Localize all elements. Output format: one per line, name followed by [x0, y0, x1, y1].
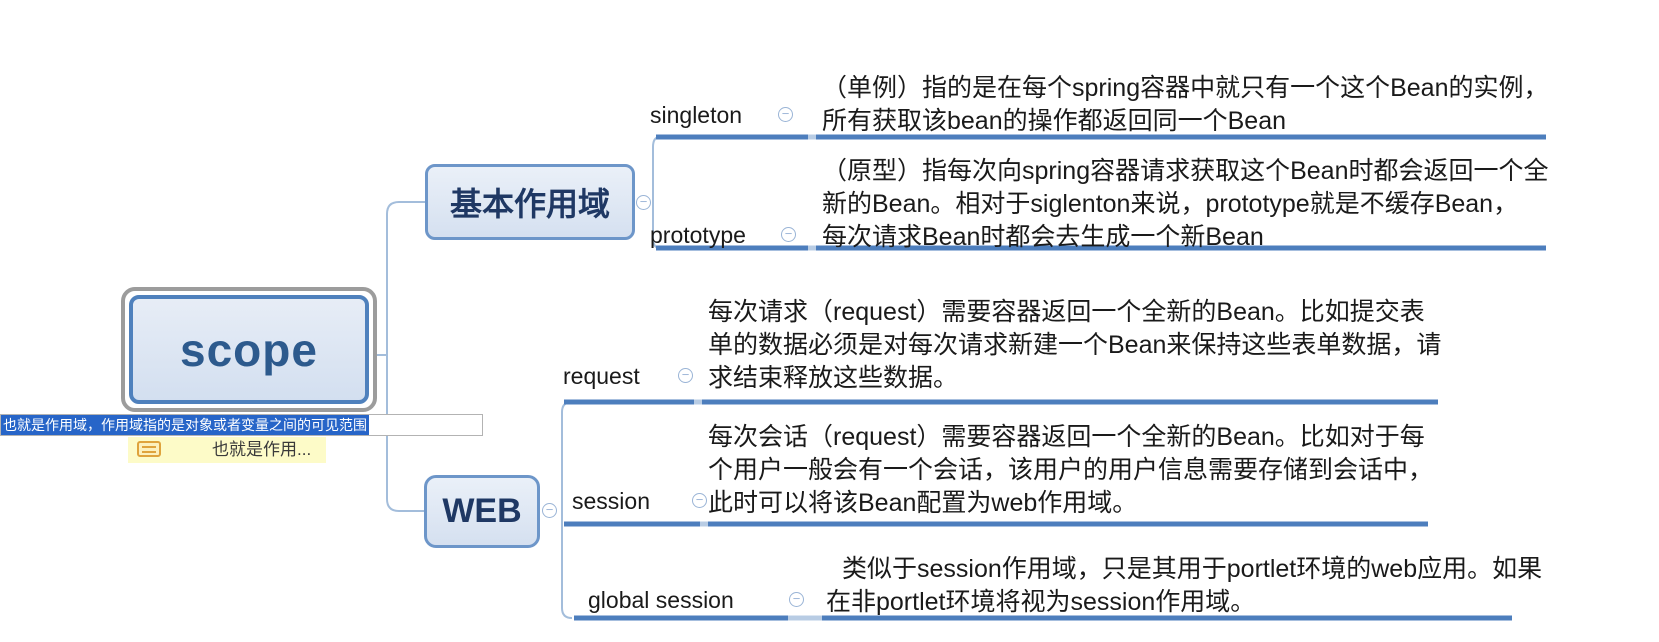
note-preview[interactable]: 也就是作用...	[128, 437, 326, 463]
branch-line-web	[386, 355, 424, 512]
topic-text-line: 新的Bean。相对于siglenton来说，prototype就是不缓存Bean…	[822, 190, 1519, 218]
topic-text-line: 每次请求Bean时都会去生成一个新Bean	[822, 223, 1264, 251]
topic-text-line: 每次会话（request）需要容器返回一个全新的Bean。比如对于每	[708, 423, 1425, 451]
branch-node-web[interactable]: WEB	[424, 475, 540, 548]
minus-glyph: −	[681, 367, 690, 382]
collapse-icon-basic-scope[interactable]: −	[636, 195, 651, 210]
note-icon	[137, 441, 161, 457]
root-node-selection-frame: scope	[121, 287, 377, 412]
topic-text-line: 所有获取该bean的操作都返回同一个Bean	[822, 107, 1287, 135]
collapse-icon-request[interactable]: −	[678, 368, 693, 383]
minus-glyph: −	[545, 502, 554, 517]
topic-text-line: 单的数据必须是对每次请求新建一个Bean来保持这些表单数据，请	[708, 331, 1442, 359]
topic-text-line: 每次请求（request）需要容器返回一个全新的Bean。比如提交表	[708, 298, 1425, 326]
selected-edit-text: 也就是作用域，作用域指的是对象或者变量之间的可见范围	[1, 415, 369, 435]
topic-text-singleton[interactable]: （单例）指的是在每个spring容器中就只有一个这个Bean的实例， 所有获取该…	[822, 72, 1548, 138]
collapse-icon-web[interactable]: −	[542, 503, 557, 518]
topic-label-request[interactable]: request	[563, 363, 640, 389]
topic-text-global-session[interactable]: 类似于session作用域，只是其用于portlet环境的web应用。如果 在非…	[826, 553, 1542, 619]
collapse-icon-singleton[interactable]: −	[778, 107, 793, 122]
topic-label-prototype[interactable]: prototype	[650, 222, 746, 248]
branch-node-basic-scope[interactable]: 基本作用域	[425, 164, 635, 240]
topic-text-session[interactable]: 每次会话（request）需要容器返回一个全新的Bean。比如对于每 个用户一般…	[708, 421, 1433, 520]
root-node-label: scope	[180, 323, 318, 376]
topic-text-line: （单例）指的是在每个spring容器中就只有一个这个Bean的实例，	[822, 74, 1549, 102]
topic-text-line: 在非portlet环境将视为session作用域。	[826, 588, 1256, 616]
root-node[interactable]: scope	[129, 295, 369, 404]
minus-glyph: −	[784, 226, 793, 241]
trunk-web-children	[561, 401, 573, 619]
minus-glyph: −	[792, 591, 801, 606]
branch-node-web-label: WEB	[442, 492, 522, 530]
note-preview-text: 也就是作用...	[212, 440, 312, 459]
minus-glyph: −	[781, 106, 790, 121]
branch-line-basic-scope	[386, 201, 425, 355]
topic-text-line: 个用户一般会有一个会话，该用户的用户信息需要存储到会话中，	[708, 456, 1434, 484]
topic-text-line: 求结束释放这些数据。	[708, 364, 959, 392]
topic-text-prototype[interactable]: （原型）指每次向spring容器请求获取这个Bean时都会返回一个全 新的Bea…	[822, 155, 1548, 254]
collapse-icon-session[interactable]: −	[692, 493, 707, 508]
topic-text-line: 此时可以将该Bean配置为web作用域。	[708, 489, 1138, 517]
collapse-icon-global-session[interactable]: −	[789, 592, 804, 607]
topic-label-singleton[interactable]: singleton	[650, 102, 743, 128]
topic-label-global-session[interactable]: global session	[588, 587, 734, 613]
topic-label-session[interactable]: session	[572, 488, 650, 514]
topic-text-line: 类似于session作用域，只是其用于portlet环境的web应用。如果	[842, 555, 1543, 583]
topic-text-line: （原型）指每次向spring容器请求获取这个Bean时都会返回一个全	[822, 157, 1549, 185]
topic-text-request[interactable]: 每次请求（request）需要容器返回一个全新的Bean。比如提交表 单的数据必…	[708, 296, 1441, 395]
minus-glyph: −	[639, 194, 648, 209]
minus-glyph: −	[695, 492, 704, 507]
branch-node-basic-scope-label: 基本作用域	[449, 186, 610, 222]
collapse-icon-prototype[interactable]: −	[781, 227, 796, 242]
topic-edit-input[interactable]: 也就是作用域，作用域指的是对象或者变量之间的可见范围	[0, 414, 483, 436]
